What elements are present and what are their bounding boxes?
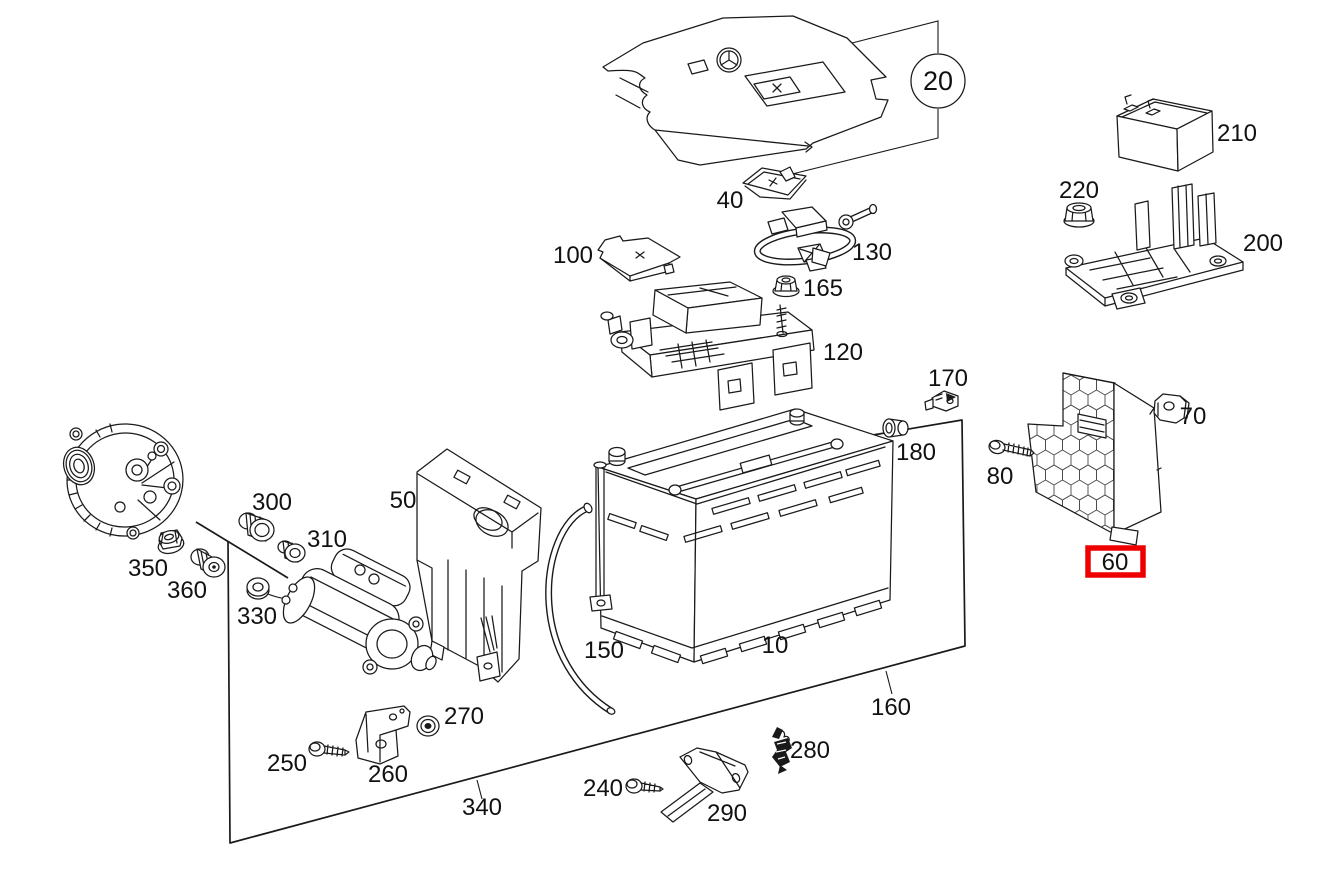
part-label-10[interactable]: 10	[762, 632, 789, 659]
partition-panel-illustration	[416, 448, 542, 683]
part-label-240[interactable]: 240	[583, 775, 623, 802]
compartment-boundary	[195, 419, 966, 844]
clip-70-illustration	[1153, 393, 1190, 424]
part-label-170[interactable]: 170	[928, 365, 968, 392]
part-label-150[interactable]: 150	[584, 637, 624, 664]
part-label-220[interactable]: 220	[1059, 177, 1099, 204]
fuse-box-illustration	[600, 281, 815, 411]
part-label-200[interactable]: 200	[1243, 230, 1283, 257]
terminal-sleeve-illustration	[882, 418, 909, 438]
retainer-plate-illustration	[742, 166, 807, 200]
side-cover-illustration	[597, 235, 681, 282]
vent-panel-illustration	[1027, 372, 1162, 546]
part-label-300[interactable]: 300	[252, 489, 292, 516]
bracket-290-illustration	[660, 747, 749, 823]
part-label-70[interactable]: 70	[1180, 403, 1207, 430]
part-label-130[interactable]: 130	[852, 239, 892, 266]
part-label-250[interactable]: 250	[267, 750, 307, 777]
part-label-290[interactable]: 290	[707, 800, 747, 827]
part-label-210[interactable]: 210	[1217, 120, 1257, 147]
highlight-box	[1085, 545, 1146, 578]
nut-220-illustration	[1063, 202, 1095, 228]
hex-nut-165-illustration	[772, 275, 800, 298]
grommet-310-illustration	[277, 540, 306, 563]
part-label-340[interactable]: 340	[462, 794, 502, 821]
part-label-100[interactable]: 100	[553, 242, 593, 269]
part-label-270[interactable]: 270	[444, 703, 484, 730]
screw-80-illustration	[988, 439, 1035, 457]
part-label-40[interactable]: 40	[717, 187, 744, 214]
nut-350-illustration	[157, 529, 185, 555]
cable-harness-illustration	[753, 203, 878, 272]
part-label-330[interactable]: 330	[237, 603, 277, 630]
vent-hose-illustration	[545, 461, 616, 715]
part-label-260[interactable]: 260	[368, 761, 408, 788]
terminal-clamp-illustration	[924, 390, 959, 412]
clamp-280-illustration	[772, 727, 792, 774]
callout-20-circle	[910, 53, 966, 109]
part-label-80[interactable]: 80	[987, 463, 1014, 490]
part-label-350[interactable]: 350	[128, 555, 168, 582]
part-label-160[interactable]: 160	[871, 694, 911, 721]
battery-cover-illustration	[602, 15, 889, 166]
battery-tray-illustration	[1064, 183, 1244, 310]
part-label-360[interactable]: 360	[167, 577, 207, 604]
part-labels: 20 40 100 130 165 120 170 180 210 220 20…	[128, 66, 1283, 827]
part-label-120[interactable]: 120	[823, 339, 863, 366]
bushing-360-illustration	[190, 548, 226, 578]
alternator-illustration	[62, 423, 184, 540]
bracket-260-illustration	[355, 705, 411, 765]
highlighted-callout-60: 60	[1085, 545, 1146, 578]
grommet-300-illustration	[238, 512, 275, 542]
starter-motor-illustration	[281, 548, 437, 675]
callout-20-bracket	[779, 20, 939, 178]
screw-240-illustration	[625, 778, 664, 794]
part-label-310[interactable]: 310	[307, 526, 347, 553]
part-label-165[interactable]: 165	[803, 275, 843, 302]
aux-battery-illustration	[1116, 94, 1214, 172]
part-label-50[interactable]: 50	[390, 487, 417, 514]
screw-250-illustration	[308, 741, 350, 757]
washer-330-illustration	[246, 577, 270, 600]
part-label-180[interactable]: 180	[896, 439, 936, 466]
part-label-280[interactable]: 280	[790, 737, 830, 764]
battery-illustration	[597, 408, 894, 665]
nut-270-illustration	[416, 715, 440, 737]
part-label-20[interactable]: 20	[923, 66, 953, 96]
part-label-60[interactable]: 60	[1102, 549, 1129, 576]
